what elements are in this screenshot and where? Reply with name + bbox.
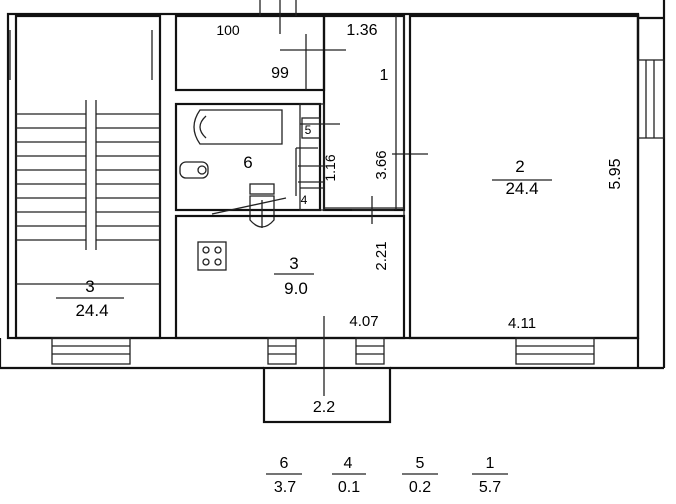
dim-vertical-corridor: 3.66 <box>373 150 390 179</box>
svg-text:3.7: 3.7 <box>274 479 296 496</box>
living-number: 2 <box>515 157 524 176</box>
stair-area: 24.4 <box>75 301 108 320</box>
window-stair <box>51 337 131 365</box>
dim-top-corridor: 1.36 <box>346 22 377 39</box>
stove-icon <box>197 241 227 271</box>
kitchen-area: 9.0 <box>284 279 308 298</box>
dim-vertical-toilet: 1.16 <box>322 154 338 181</box>
dim-living-width: 4.11 <box>508 315 536 332</box>
closet-number: 5 <box>305 123 312 137</box>
svg-text:6: 6 <box>280 455 289 472</box>
toilet-icon <box>249 183 275 228</box>
area-legend: 6 3.7 4 0.1 5 0.2 1 5.7 <box>266 455 508 496</box>
hall-number: 99 <box>271 65 289 82</box>
legend-item: 1 5.7 <box>472 455 508 496</box>
svg-text:0.2: 0.2 <box>409 479 431 496</box>
svg-text:5: 5 <box>416 455 425 472</box>
svg-text:1: 1 <box>486 455 495 472</box>
legend-item: 6 3.7 <box>266 455 302 496</box>
svg-text:4: 4 <box>344 455 353 472</box>
sink-icon <box>179 161 209 179</box>
bathtub-drain <box>199 115 207 139</box>
living-area: 24.4 <box>505 179 538 198</box>
svg-text:5.7: 5.7 <box>479 479 501 496</box>
toilet-number: 4 <box>301 193 308 207</box>
window-living-right <box>637 59 665 139</box>
bathroom-number: 6 <box>243 153 252 172</box>
toilet-area: 5 4 1.16 <box>249 103 340 228</box>
window-kitchen-right <box>355 337 385 365</box>
bathtub-icon <box>193 109 283 145</box>
stair-section: 3 24.4 <box>9 14 162 340</box>
dim-balcony: 2.2 <box>313 399 335 416</box>
legend-item: 5 0.2 <box>402 455 438 496</box>
corridor-number: 1 <box>380 67 389 84</box>
corridor: 1.36 1 3.66 <box>322 14 428 338</box>
window-living-bottom <box>515 337 595 365</box>
kitchen-number: 3 <box>289 254 298 273</box>
kitchen: 3 9.0 2.21 4.07 <box>174 196 406 396</box>
stair-number: 3 <box>85 277 94 296</box>
window-kitchen-left <box>267 337 297 365</box>
balcony: 2.2 <box>262 366 392 424</box>
dim-vertical-kitchen: 2.21 <box>373 241 390 270</box>
dim-vertical-living: 5.95 <box>607 158 624 189</box>
dim-kitchen-width: 4.07 <box>349 313 378 330</box>
svg-text:0.1: 0.1 <box>338 479 360 496</box>
living-room: 2 24.4 5.95 4.11 <box>408 14 640 340</box>
bathroom-door-swing <box>211 197 287 215</box>
stair-steps-right <box>96 113 160 241</box>
stair-steps-left <box>16 113 86 241</box>
legend-item: 4 0.1 <box>332 455 366 496</box>
bathroom: 6 <box>174 102 324 215</box>
dim-top-left: 100 <box>216 22 240 38</box>
